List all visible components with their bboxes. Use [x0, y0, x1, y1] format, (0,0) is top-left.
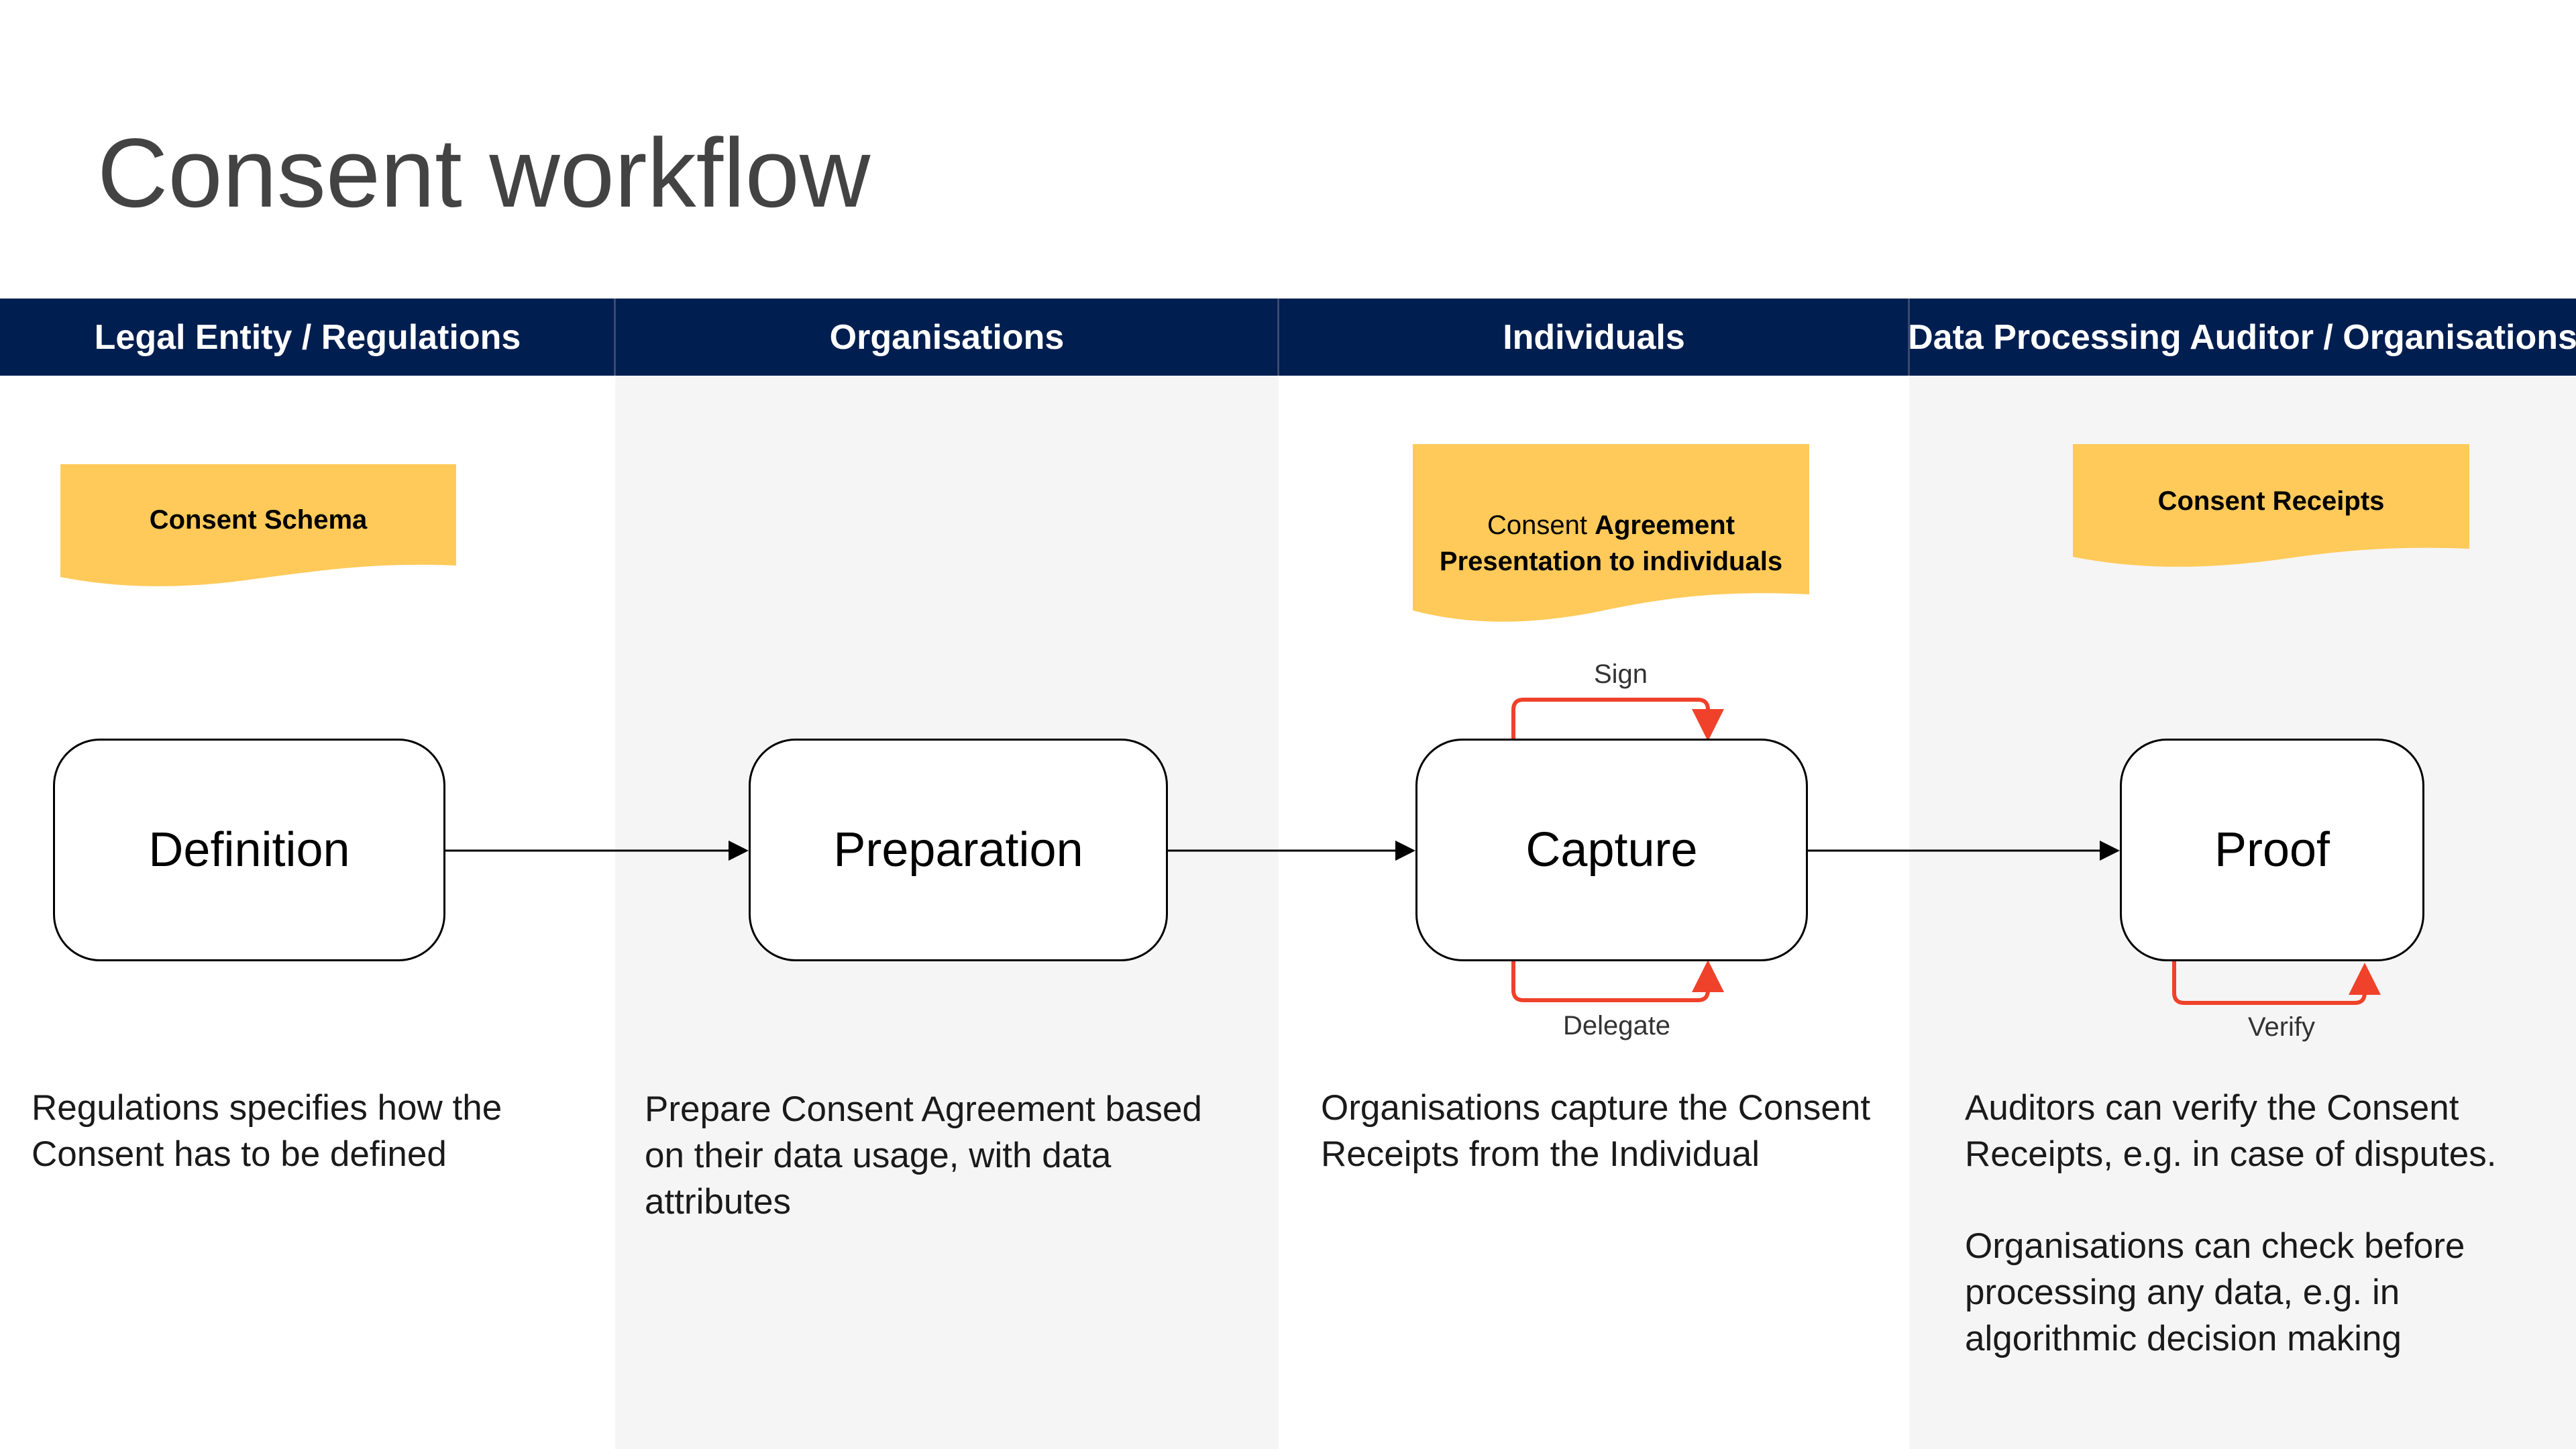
node-definition: Definition: [53, 739, 445, 961]
delegate-loop-label: Delegate: [1562, 1011, 1671, 1040]
note-consent-agreement-line1: Consent Agreement: [1487, 507, 1735, 543]
delegate-loop-arrow: [1511, 960, 1724, 1002]
lane-header-organisations: Organisations: [829, 317, 1065, 357]
lane-divider: [1908, 299, 1910, 376]
lane-header-legal-entity: Legal Entity / Regulations: [94, 317, 521, 357]
note-consent-agreement-line2: Presentation to individuals: [1439, 547, 1783, 576]
description-proof-text-1: Auditors can verify the Consent Receipts…: [1965, 1088, 2497, 1174]
description-capture-text: Organisations capture the Consent Receip…: [1321, 1088, 1871, 1174]
node-preparation: Preparation: [749, 739, 1168, 961]
verify-loop-arrow: [2172, 961, 2381, 1005]
note-consent-schema-shape: [60, 464, 456, 586]
lane-header-bar: [0, 299, 2576, 376]
lane-header-individuals: Individuals: [1503, 317, 1685, 357]
lane-divider: [614, 299, 616, 376]
note-consent-agreement-line1-bold: Agreement: [1595, 511, 1735, 540]
description-definition: Regulations specifies how the Consent ha…: [32, 1085, 561, 1178]
node-capture: Capture: [1415, 739, 1808, 961]
description-preparation: Prepare Consent Agreement based on their…: [645, 1087, 1235, 1226]
sign-loop-label: Sign: [1593, 659, 1648, 689]
verify-loop-label: Verify: [2247, 1012, 2316, 1042]
description-capture: Organisations capture the Consent Receip…: [1321, 1085, 1898, 1178]
note-consent-agreement: Consent Agreement Presentation to indivi…: [1413, 470, 1809, 617]
node-proof: Proof: [2120, 739, 2424, 961]
note-consent-schema: Consent Schema: [60, 464, 456, 575]
note-consent-receipts-label: Consent Receipts: [2157, 486, 2385, 516]
lane-header-auditor: Data Processing Auditor / Organisations: [1908, 317, 2576, 357]
description-proof: Auditors can verify the Consent Receipts…: [1965, 1085, 2542, 1362]
note-consent-receipts: Consent Receipts: [2073, 444, 2469, 558]
sign-loop-arrow: [1511, 698, 1724, 741]
description-definition-text: Regulations specifies how the Consent ha…: [32, 1088, 502, 1174]
description-preparation-text: Prepare Consent Agreement based on their…: [645, 1089, 1202, 1222]
note-consent-agreement-shape: [1413, 444, 1809, 622]
note-consent-schema-label: Consent Schema: [149, 504, 368, 535]
description-proof-text-2: Organisations can check before processin…: [1965, 1226, 2465, 1358]
note-consent-agreement-line1-regular: Consent: [1487, 511, 1595, 540]
lane-divider: [1277, 299, 1279, 376]
note-consent-receipts-shape: [2073, 444, 2469, 567]
page-title: Consent workflow: [97, 118, 871, 227]
